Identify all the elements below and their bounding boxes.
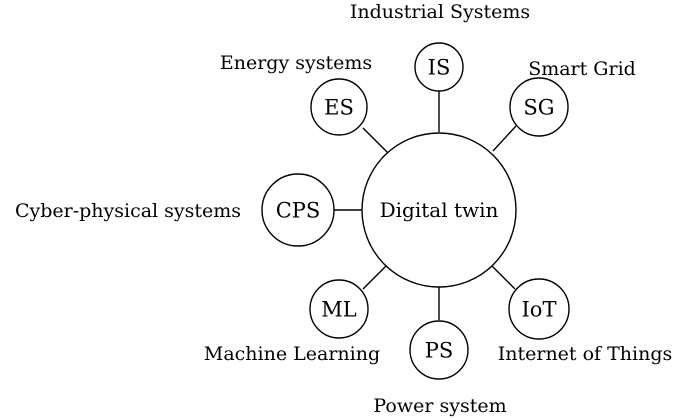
node-abbr-is: IS bbox=[428, 56, 451, 80]
node-label-cps: Cyber-physical systems bbox=[15, 200, 241, 222]
node-circle-is bbox=[414, 42, 464, 92]
node-is: IS Industrial Systems bbox=[350, 1, 530, 92]
center-label: Digital twin bbox=[380, 198, 499, 222]
node-es: ES Energy systems bbox=[220, 52, 372, 136]
node-label-ml: Machine Learning bbox=[204, 343, 380, 365]
node-circle-cps bbox=[261, 173, 335, 247]
node-abbr-sg: SG bbox=[523, 96, 554, 120]
node-sg: SG Smart Grid bbox=[509, 58, 636, 137]
node-abbr-es: ES bbox=[324, 96, 354, 120]
node-circle-es bbox=[310, 78, 368, 136]
node-circle-ps bbox=[409, 320, 469, 380]
node-label-sg: Smart Grid bbox=[528, 58, 636, 80]
connector-es bbox=[362, 127, 390, 155]
node-ml: ML Machine Learning bbox=[204, 279, 380, 365]
node-ps: PS Power system bbox=[373, 320, 507, 417]
node-abbr-cps: CPS bbox=[276, 199, 321, 223]
node-circle-sg bbox=[509, 77, 569, 137]
node-abbr-iot: IoT bbox=[522, 298, 557, 322]
node-circle-ml bbox=[309, 279, 369, 339]
node-label-ps: Power system bbox=[373, 395, 506, 417]
center-circle bbox=[361, 132, 517, 288]
connector-ml bbox=[362, 263, 389, 290]
node-label-es: Energy systems bbox=[220, 52, 372, 74]
center-node: Digital twin bbox=[361, 132, 517, 288]
node-abbr-ps: PS bbox=[425, 339, 454, 363]
node-cps: CPS Cyber-physical systems bbox=[15, 173, 335, 247]
node-iot: IoT Internet of Things bbox=[498, 278, 673, 365]
node-label-iot: Internet of Things bbox=[498, 343, 673, 365]
connectors bbox=[334, 90, 517, 320]
node-circle-iot bbox=[508, 278, 570, 340]
node-abbr-ml: ML bbox=[321, 298, 357, 322]
connector-iot bbox=[490, 264, 516, 290]
node-label-is: Industrial Systems bbox=[350, 1, 530, 23]
connector-sg bbox=[492, 125, 517, 152]
